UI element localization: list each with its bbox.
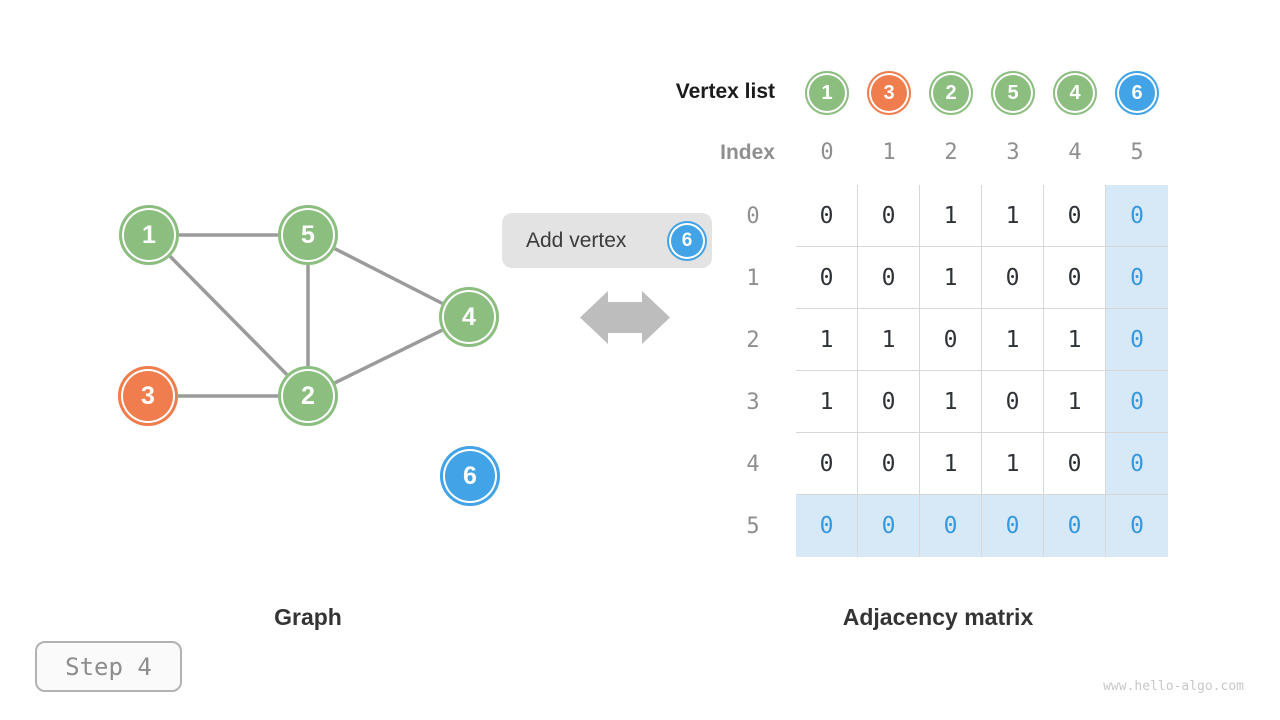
- add-vertex-chip: Add vertex 6: [502, 213, 712, 268]
- vertex-list-slot-5: 6: [1106, 71, 1168, 115]
- matrix-cell-2-5: 0: [1106, 309, 1168, 371]
- matrix-cell-5-0: 0: [796, 495, 858, 557]
- vertex-list-slot-3: 5: [982, 71, 1044, 115]
- double-arrow-icon: [580, 291, 670, 344]
- add-vertex-badge: 6: [667, 220, 707, 261]
- vertex-list-label: Vertex list: [675, 80, 775, 103]
- vertex-list-slot-4: 4: [1044, 71, 1106, 115]
- graph-node-4: 4: [439, 287, 499, 347]
- index-value-1: 1: [882, 139, 896, 165]
- index-value-2: 2: [944, 139, 958, 165]
- matrix-cell-0-0: 0: [796, 185, 858, 247]
- matrix-cell-2-4: 1: [1044, 309, 1106, 371]
- matrix-cell-0-1: 0: [858, 185, 920, 247]
- matrix-cell-0-5: 0: [1106, 185, 1168, 247]
- matrix-cell-2-1: 1: [858, 309, 920, 371]
- matrix-cell-2-2: 0: [920, 309, 982, 371]
- matrix-cell-1-4: 0: [1044, 247, 1106, 309]
- matrix-cell-3-4: 1: [1044, 371, 1106, 433]
- vertex-circle-3: 3: [867, 71, 911, 115]
- matrix-cell-5-4: 0: [1044, 495, 1106, 557]
- graph-node-2: 2: [278, 366, 338, 426]
- add-vertex-label: Add vertex: [526, 228, 627, 252]
- vertex-circle-1: 1: [805, 71, 849, 115]
- graph-node-5: 5: [278, 205, 338, 265]
- matrix-caption: Adjacency matrix: [842, 604, 1034, 630]
- index-value-4: 4: [1068, 139, 1082, 165]
- matrix-cell-5-5: 0: [1106, 495, 1168, 557]
- matrix-cell-1-2: 1: [920, 247, 982, 309]
- matrix-cell-4-5: 0: [1106, 433, 1168, 495]
- graph-node-3: 3: [118, 366, 178, 426]
- vertex-circle-6: 6: [1115, 71, 1159, 115]
- matrix-cell-0-3: 1: [982, 185, 1044, 247]
- matrix-cell-2-3: 1: [982, 309, 1044, 371]
- vertex-circle-5: 5: [991, 71, 1035, 115]
- row-label-5: 5: [746, 513, 760, 539]
- row-label-3: 3: [746, 389, 760, 415]
- matrix-cell-4-3: 1: [982, 433, 1044, 495]
- index-value-5: 5: [1130, 139, 1144, 165]
- vertex-circle-2: 2: [929, 71, 973, 115]
- matrix-row-labels: 0 1 2 3 4 5: [722, 185, 784, 557]
- vertex-list-slot-0: 1: [796, 71, 858, 115]
- matrix-cell-0-4: 0: [1044, 185, 1106, 247]
- index-label: Index: [720, 141, 775, 164]
- vertex-list-slot-1: 3: [858, 71, 920, 115]
- matrix-cell-4-1: 0: [858, 433, 920, 495]
- matrix-cell-5-3: 0: [982, 495, 1044, 557]
- matrix-cell-1-5: 0: [1106, 247, 1168, 309]
- vertex-list-slot-2: 2: [920, 71, 982, 115]
- matrix-cell-4-4: 0: [1044, 433, 1106, 495]
- row-label-0: 0: [746, 203, 760, 229]
- matrix-cell-3-3: 0: [982, 371, 1044, 433]
- matrix-cell-0-2: 1: [920, 185, 982, 247]
- matrix-cell-3-2: 1: [920, 371, 982, 433]
- matrix-cell-2-0: 1: [796, 309, 858, 371]
- matrix-cell-3-1: 0: [858, 371, 920, 433]
- matrix-cell-1-3: 0: [982, 247, 1044, 309]
- matrix-cell-3-0: 1: [796, 371, 858, 433]
- row-label-2: 2: [746, 327, 760, 353]
- matrix-cell-5-1: 0: [858, 495, 920, 557]
- matrix-cell-1-1: 0: [858, 247, 920, 309]
- vertex-circle-4: 4: [1053, 71, 1097, 115]
- index-value-3: 3: [1006, 139, 1020, 165]
- matrix-cell-4-0: 0: [796, 433, 858, 495]
- matrix-cell-3-5: 0: [1106, 371, 1168, 433]
- index-header-row: 0 1 2 3 4 5: [796, 139, 1168, 165]
- watermark: www.hello-algo.com: [1103, 679, 1244, 694]
- index-value-0: 0: [820, 139, 834, 165]
- matrix-cell-5-2: 0: [920, 495, 982, 557]
- graph-node-6: 6: [440, 446, 500, 506]
- matrix-cell-1-0: 0: [796, 247, 858, 309]
- graph-caption: Graph: [274, 604, 342, 630]
- matrix-cell-4-2: 1: [920, 433, 982, 495]
- step-badge: Step 4: [35, 641, 182, 692]
- row-label-4: 4: [746, 451, 760, 477]
- graph-edge-1-2: [147, 233, 310, 398]
- row-label-1: 1: [746, 265, 760, 291]
- graph-node-1: 1: [119, 205, 179, 265]
